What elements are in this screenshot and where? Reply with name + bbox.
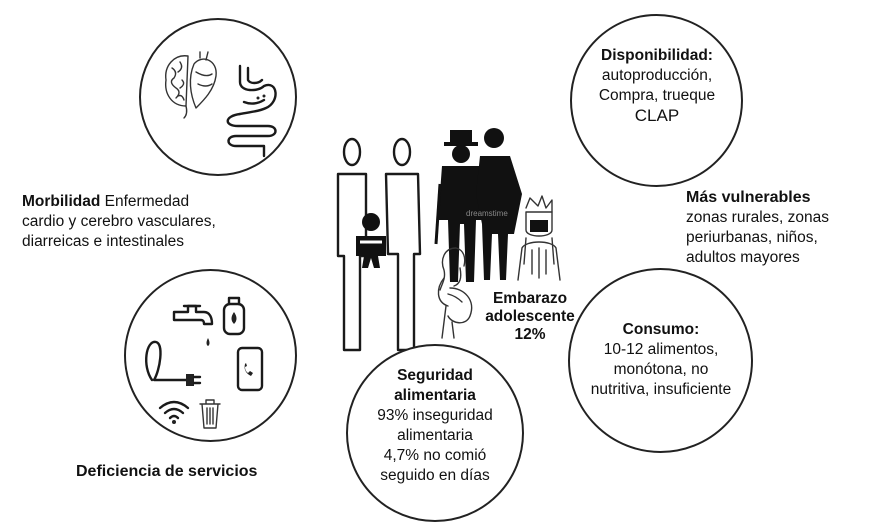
watermark-text: dreamstime bbox=[466, 209, 508, 218]
consumption-text: Consumo: 10-12 alimentos, monótona, no n… bbox=[576, 320, 746, 400]
heart-icon bbox=[188, 54, 220, 114]
intestine-icon bbox=[218, 62, 284, 158]
indigenous-person-icon bbox=[508, 194, 570, 282]
wifi-icon bbox=[158, 398, 190, 424]
trash-icon bbox=[198, 398, 222, 430]
baby-icon bbox=[350, 212, 392, 270]
vulnerable-label: Más vulnerables zonas rurales, zonas per… bbox=[686, 188, 871, 268]
plug-icon bbox=[142, 336, 204, 386]
availability-text: Disponibilidad: autoproducción, Compra, … bbox=[574, 46, 740, 127]
services-label: Deficiencia de servicios bbox=[76, 462, 306, 482]
phone-icon bbox=[236, 346, 264, 392]
gas-cylinder-icon bbox=[220, 294, 248, 336]
food-security-text: Seguridad alimentaria 93% inseguridad al… bbox=[350, 366, 520, 486]
morbidity-label: Morbilidad Enfermedad cardio y cerebro v… bbox=[22, 192, 252, 252]
